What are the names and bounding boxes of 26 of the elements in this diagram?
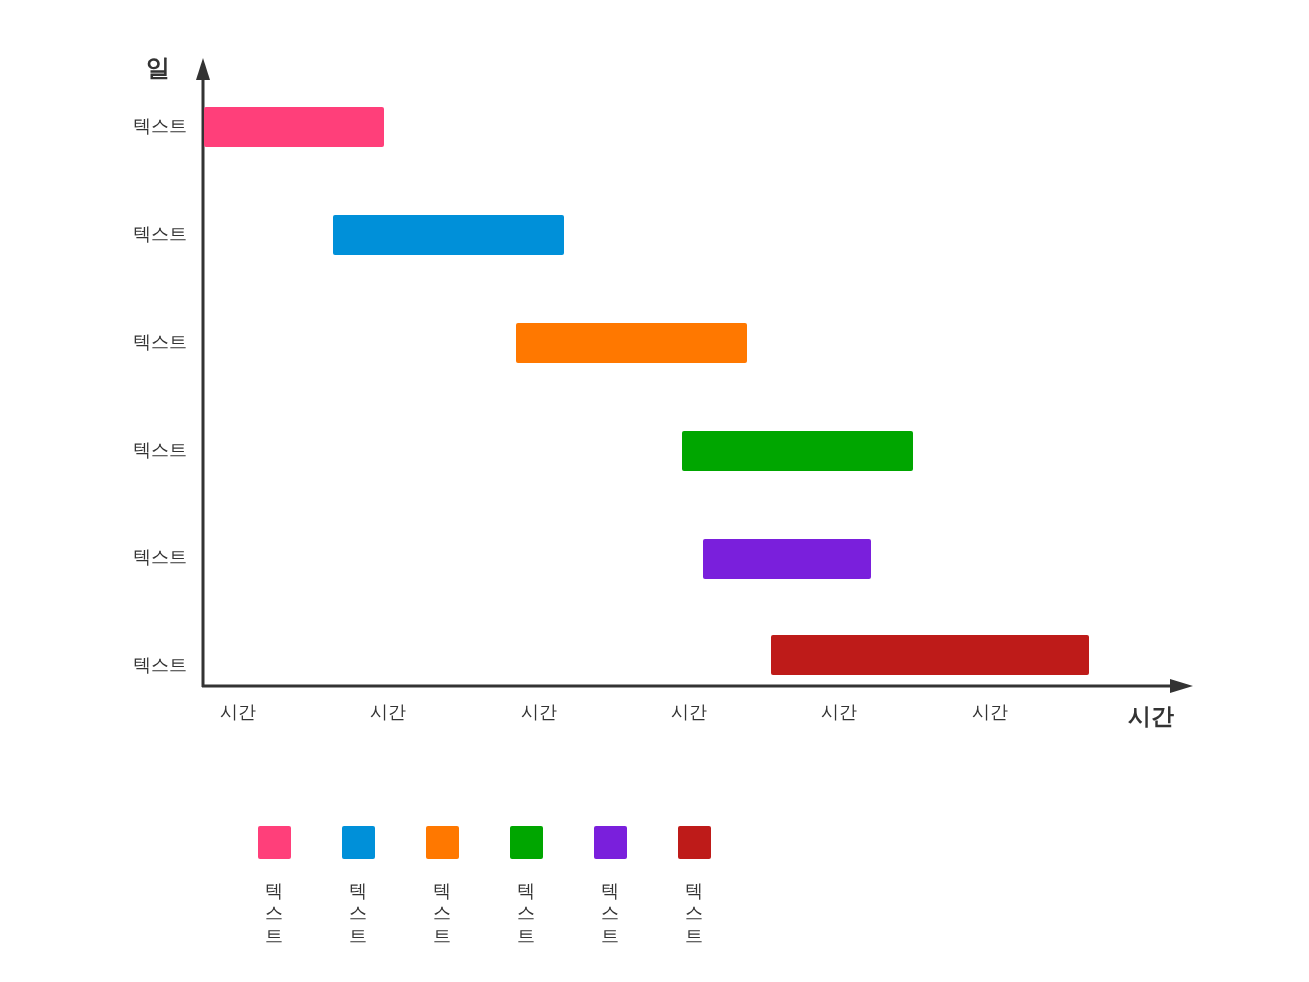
row-label: 텍스트 <box>133 225 187 243</box>
tick-label: 시간 <box>220 703 256 721</box>
tick-label: 시간 <box>370 703 406 721</box>
tick-label: 시간 <box>671 703 707 721</box>
gantt-bar <box>516 323 747 363</box>
legend-label: 텍스트 <box>349 870 367 942</box>
axis-title: 일 <box>146 56 170 80</box>
gantt-bar <box>204 107 384 147</box>
gantt-bar <box>771 635 1089 675</box>
row-label: 텍스트 <box>133 333 187 351</box>
tick-label: 시간 <box>821 703 857 721</box>
tick-label: 시간 <box>972 703 1008 721</box>
gantt-bar <box>333 215 564 255</box>
legend-label: 텍스트 <box>685 870 703 942</box>
legend-label: 텍스트 <box>601 870 619 942</box>
row-label: 텍스트 <box>133 117 187 135</box>
legend-label: 텍스트 <box>517 870 535 942</box>
legend-label: 텍스트 <box>265 870 283 942</box>
legend-label: 텍스트 <box>433 870 451 942</box>
tick-label: 시간 <box>521 703 557 721</box>
row-label: 텍스트 <box>133 656 187 674</box>
axis-title: 시간 <box>1128 705 1174 728</box>
row-label: 텍스트 <box>133 548 187 566</box>
gantt-bar <box>682 431 913 471</box>
gantt-bar <box>703 539 871 579</box>
row-label: 텍스트 <box>133 441 187 459</box>
